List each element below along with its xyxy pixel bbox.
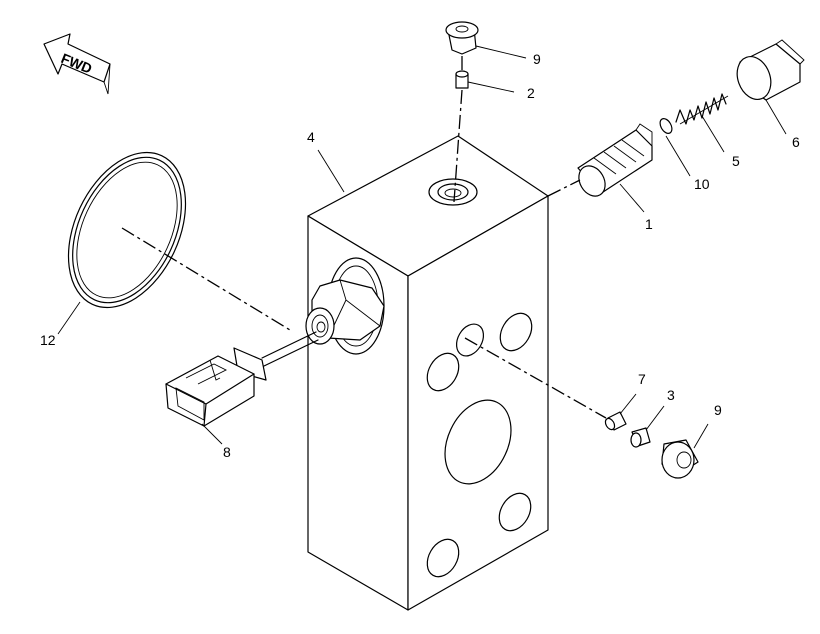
solenoid-connector xyxy=(165,331,319,427)
callout-8: 8 xyxy=(223,444,231,460)
valve-spool xyxy=(577,123,653,197)
top-port xyxy=(428,178,478,206)
port-hole xyxy=(444,399,512,485)
port-hole xyxy=(498,492,532,532)
callout-3: 3 xyxy=(667,387,675,403)
callout-4: 4 xyxy=(307,129,315,145)
callout-9-bottom: 9 xyxy=(714,402,722,418)
solenoid-boss xyxy=(305,257,385,355)
end-plug xyxy=(736,39,805,101)
fwd-arrow-icon: FWD xyxy=(43,33,111,95)
port-hole xyxy=(499,312,533,352)
callout-5: 5 xyxy=(732,153,740,169)
callout-7: 7 xyxy=(638,371,646,387)
top-plug xyxy=(445,21,479,55)
port-hole xyxy=(426,538,460,578)
valve-block xyxy=(307,135,549,611)
callout-1: 1 xyxy=(645,216,653,232)
callout-6: 6 xyxy=(792,134,800,150)
retaining-ring xyxy=(659,118,673,134)
callout-9-top: 9 xyxy=(533,51,541,67)
callout-2: 2 xyxy=(527,85,535,101)
callout-12: 12 xyxy=(40,332,56,348)
callout-10: 10 xyxy=(694,176,710,192)
spring xyxy=(675,93,729,125)
screen-fitting xyxy=(604,411,627,431)
port-hole xyxy=(426,352,460,392)
o-ring xyxy=(67,151,187,309)
orifice-fitting xyxy=(455,70,469,89)
leader-lines xyxy=(57,45,787,449)
port-hole xyxy=(455,323,485,357)
assembly-centerlines xyxy=(121,56,607,419)
small-plug xyxy=(630,427,651,448)
bottom-plug xyxy=(661,439,699,479)
